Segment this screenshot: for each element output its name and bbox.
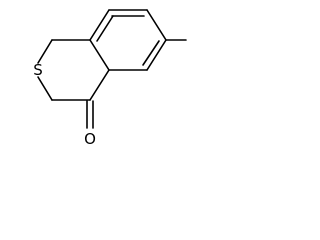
structure-canvas: S O — [0, 0, 191, 151]
bond-ch2-s — [37, 39, 53, 64]
atom-label-sulfur: S — [33, 61, 43, 79]
bond-carbonyl-ring — [89, 69, 110, 101]
bond-ring-lower-right-inner — [142, 40, 160, 66]
bond-ring-upper-right — [146, 9, 167, 41]
bond-ring-upper-left-inner — [96, 15, 114, 42]
bond-s-ch2 — [37, 76, 53, 101]
atom-label-oxygen: O — [84, 130, 96, 148]
bond-ring-lower-right — [146, 39, 167, 71]
bond-ring-upper-left — [89, 9, 110, 41]
molecule-structure: S O — [33, 9, 187, 148]
bond-ring-lower-left — [89, 39, 110, 71]
